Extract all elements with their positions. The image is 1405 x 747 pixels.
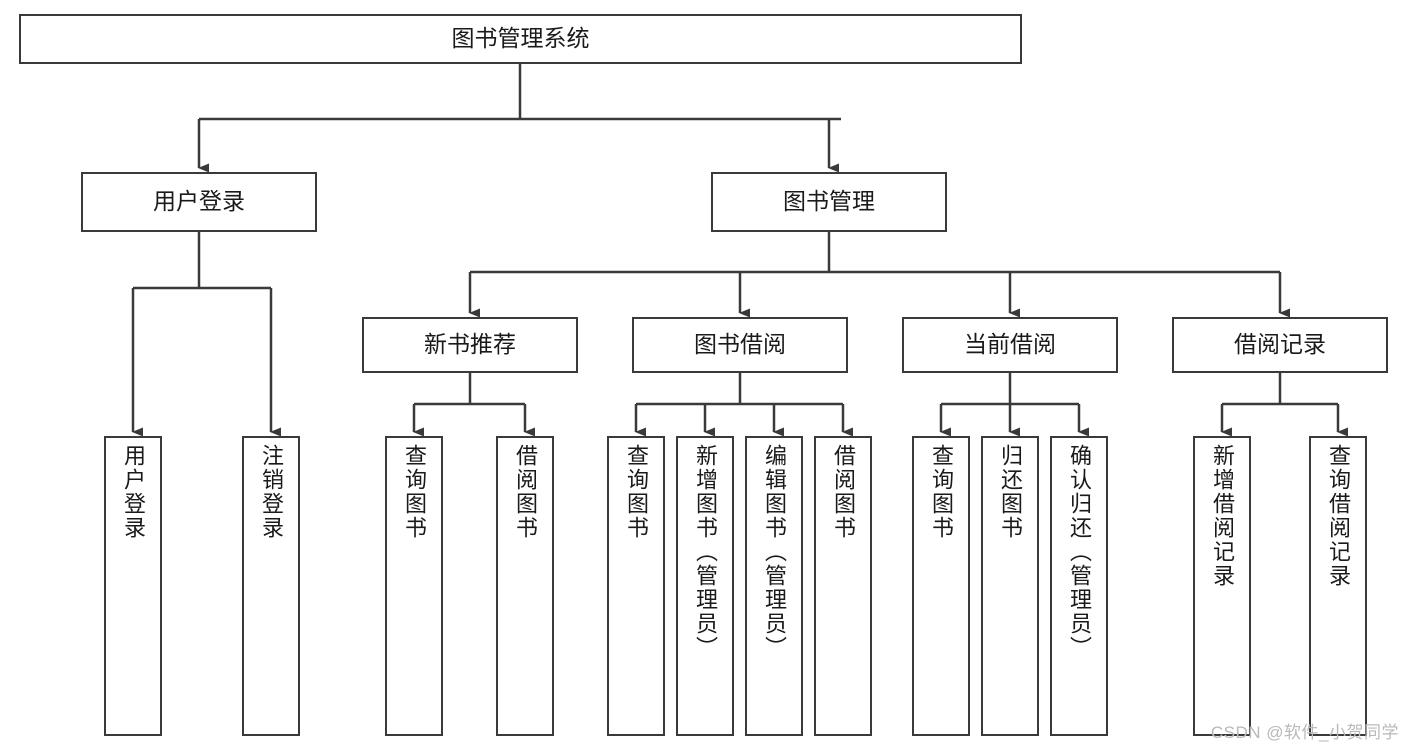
node-label: 新书推荐 <box>424 331 516 358</box>
node-label: 图书管理系统 <box>451 25 590 52</box>
csdn-watermark: CSDN @软件_小贺同学 <box>1210 723 1399 742</box>
node-user-login[interactable]: 用户登录 <box>81 172 317 232</box>
leaf-borrow-query-book[interactable]: 查询图书 <box>607 436 665 736</box>
leaf-user-login-logout[interactable]: 注销登录 <box>242 436 300 736</box>
node-root-system[interactable]: 图书管理系统 <box>19 14 1022 64</box>
node-label: 查询图书 <box>624 444 649 540</box>
leaf-records-add-record[interactable]: 新增借阅记录 <box>1193 436 1251 736</box>
node-current-borrow[interactable]: 当前借阅 <box>902 317 1118 373</box>
node-label: 查询图书 <box>402 444 427 540</box>
node-label: 借阅图书 <box>831 444 856 540</box>
leaf-borrow-add-book-admin[interactable]: 新增图书（管理员） <box>676 436 734 736</box>
node-label: 编辑图书（管理员） <box>762 444 787 660</box>
node-label: 图书管理 <box>783 188 875 215</box>
node-label: 用户登录 <box>121 444 146 540</box>
node-label: 借阅记录 <box>1234 331 1326 358</box>
node-label: 用户登录 <box>153 188 245 215</box>
node-label: 新增借阅记录 <box>1210 444 1235 588</box>
node-label: 归还图书 <box>998 444 1023 540</box>
node-label: 确认归还（管理员） <box>1067 444 1092 660</box>
node-new-book-recommend[interactable]: 新书推荐 <box>362 317 578 373</box>
leaf-current-query-book[interactable]: 查询图书 <box>912 436 970 736</box>
node-label: 查询图书 <box>929 444 954 540</box>
leaf-user-login-login[interactable]: 用户登录 <box>104 436 162 736</box>
leaf-current-return-book[interactable]: 归还图书 <box>981 436 1039 736</box>
leaf-new-book-query[interactable]: 查询图书 <box>385 436 443 736</box>
node-book-borrow[interactable]: 图书借阅 <box>632 317 848 373</box>
node-label: 注销登录 <box>259 444 284 540</box>
leaf-borrow-borrow-book[interactable]: 借阅图书 <box>814 436 872 736</box>
leaf-records-query-record[interactable]: 查询借阅记录 <box>1309 436 1367 736</box>
node-book-management[interactable]: 图书管理 <box>711 172 947 232</box>
leaf-current-confirm-return-admin[interactable]: 确认归还（管理员） <box>1050 436 1108 736</box>
node-label: 新增图书（管理员） <box>693 444 718 660</box>
node-label: 查询借阅记录 <box>1326 444 1351 588</box>
node-label: 图书借阅 <box>694 331 786 358</box>
node-label: 当前借阅 <box>964 331 1056 358</box>
node-borrow-records[interactable]: 借阅记录 <box>1172 317 1388 373</box>
leaf-borrow-edit-book-admin[interactable]: 编辑图书（管理员） <box>745 436 803 736</box>
node-label: 借阅图书 <box>513 444 538 540</box>
leaf-new-book-borrow[interactable]: 借阅图书 <box>496 436 554 736</box>
